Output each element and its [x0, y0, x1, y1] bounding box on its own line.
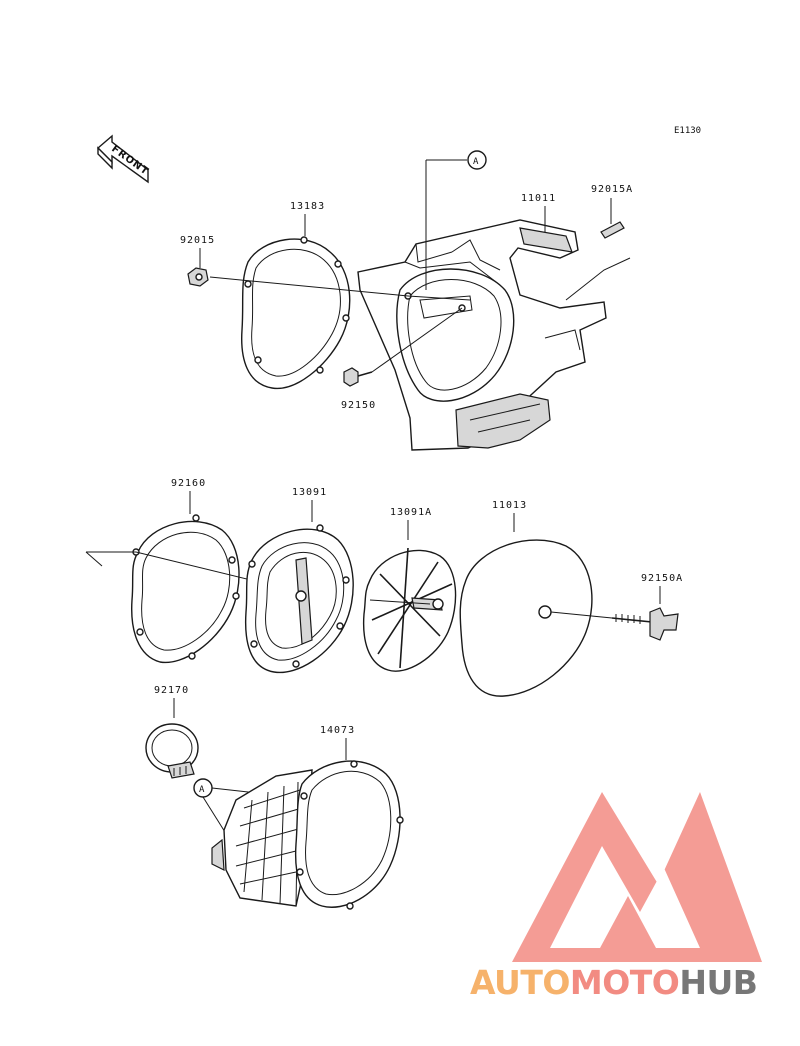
ref-marker-top: A — [473, 157, 479, 167]
gasket-92160 — [131, 514, 240, 664]
nut-92015 — [187, 267, 209, 287]
part-label-92170: 92170 — [154, 685, 189, 696]
bolt-92150 — [343, 367, 373, 387]
part-label-92015: 92015 — [180, 235, 215, 246]
part-label-92160: 92160 — [171, 478, 206, 489]
part-label-14073: 14073 — [320, 725, 355, 736]
part-label-11011: 11011 — [521, 193, 556, 204]
filter-element-11013 — [459, 539, 593, 697]
watermark-text: AUTOMOTOHUB — [470, 963, 800, 1003]
part-label-11013: 11013 — [492, 500, 527, 511]
gasket-13183 — [241, 236, 351, 390]
air-cleaner-housing — [357, 219, 607, 451]
cage-13091A — [362, 547, 457, 672]
part-label-13091A: 13091A — [390, 507, 432, 518]
clamp-92170 — [145, 723, 199, 779]
part-label-92015A: 92015A — [591, 184, 633, 195]
front-arrow-icon: FRONT — [96, 134, 151, 184]
part-label-92150: 92150 — [341, 400, 376, 411]
part-label-13091: 13091 — [292, 487, 327, 498]
part-label-92150A: 92150A — [641, 573, 683, 584]
frame-13091 — [244, 524, 354, 674]
bolt-92015A — [600, 221, 625, 239]
watermark-part3: HUB — [679, 963, 758, 1002]
watermark-part2: MOTO — [569, 963, 680, 1002]
front-label: FRONT — [109, 144, 150, 178]
ref-marker-bottom: A — [199, 785, 205, 795]
intake-duct-14073 — [211, 760, 404, 910]
diagram-code: E1130 — [674, 126, 701, 136]
wing-bolt-92150A — [611, 607, 679, 641]
watermark-logo-icon — [512, 792, 762, 962]
part-label-13183: 13183 — [290, 201, 325, 212]
watermark-part1: AUTO — [470, 963, 570, 1002]
ref-callout-a-top: A — [425, 150, 487, 290]
